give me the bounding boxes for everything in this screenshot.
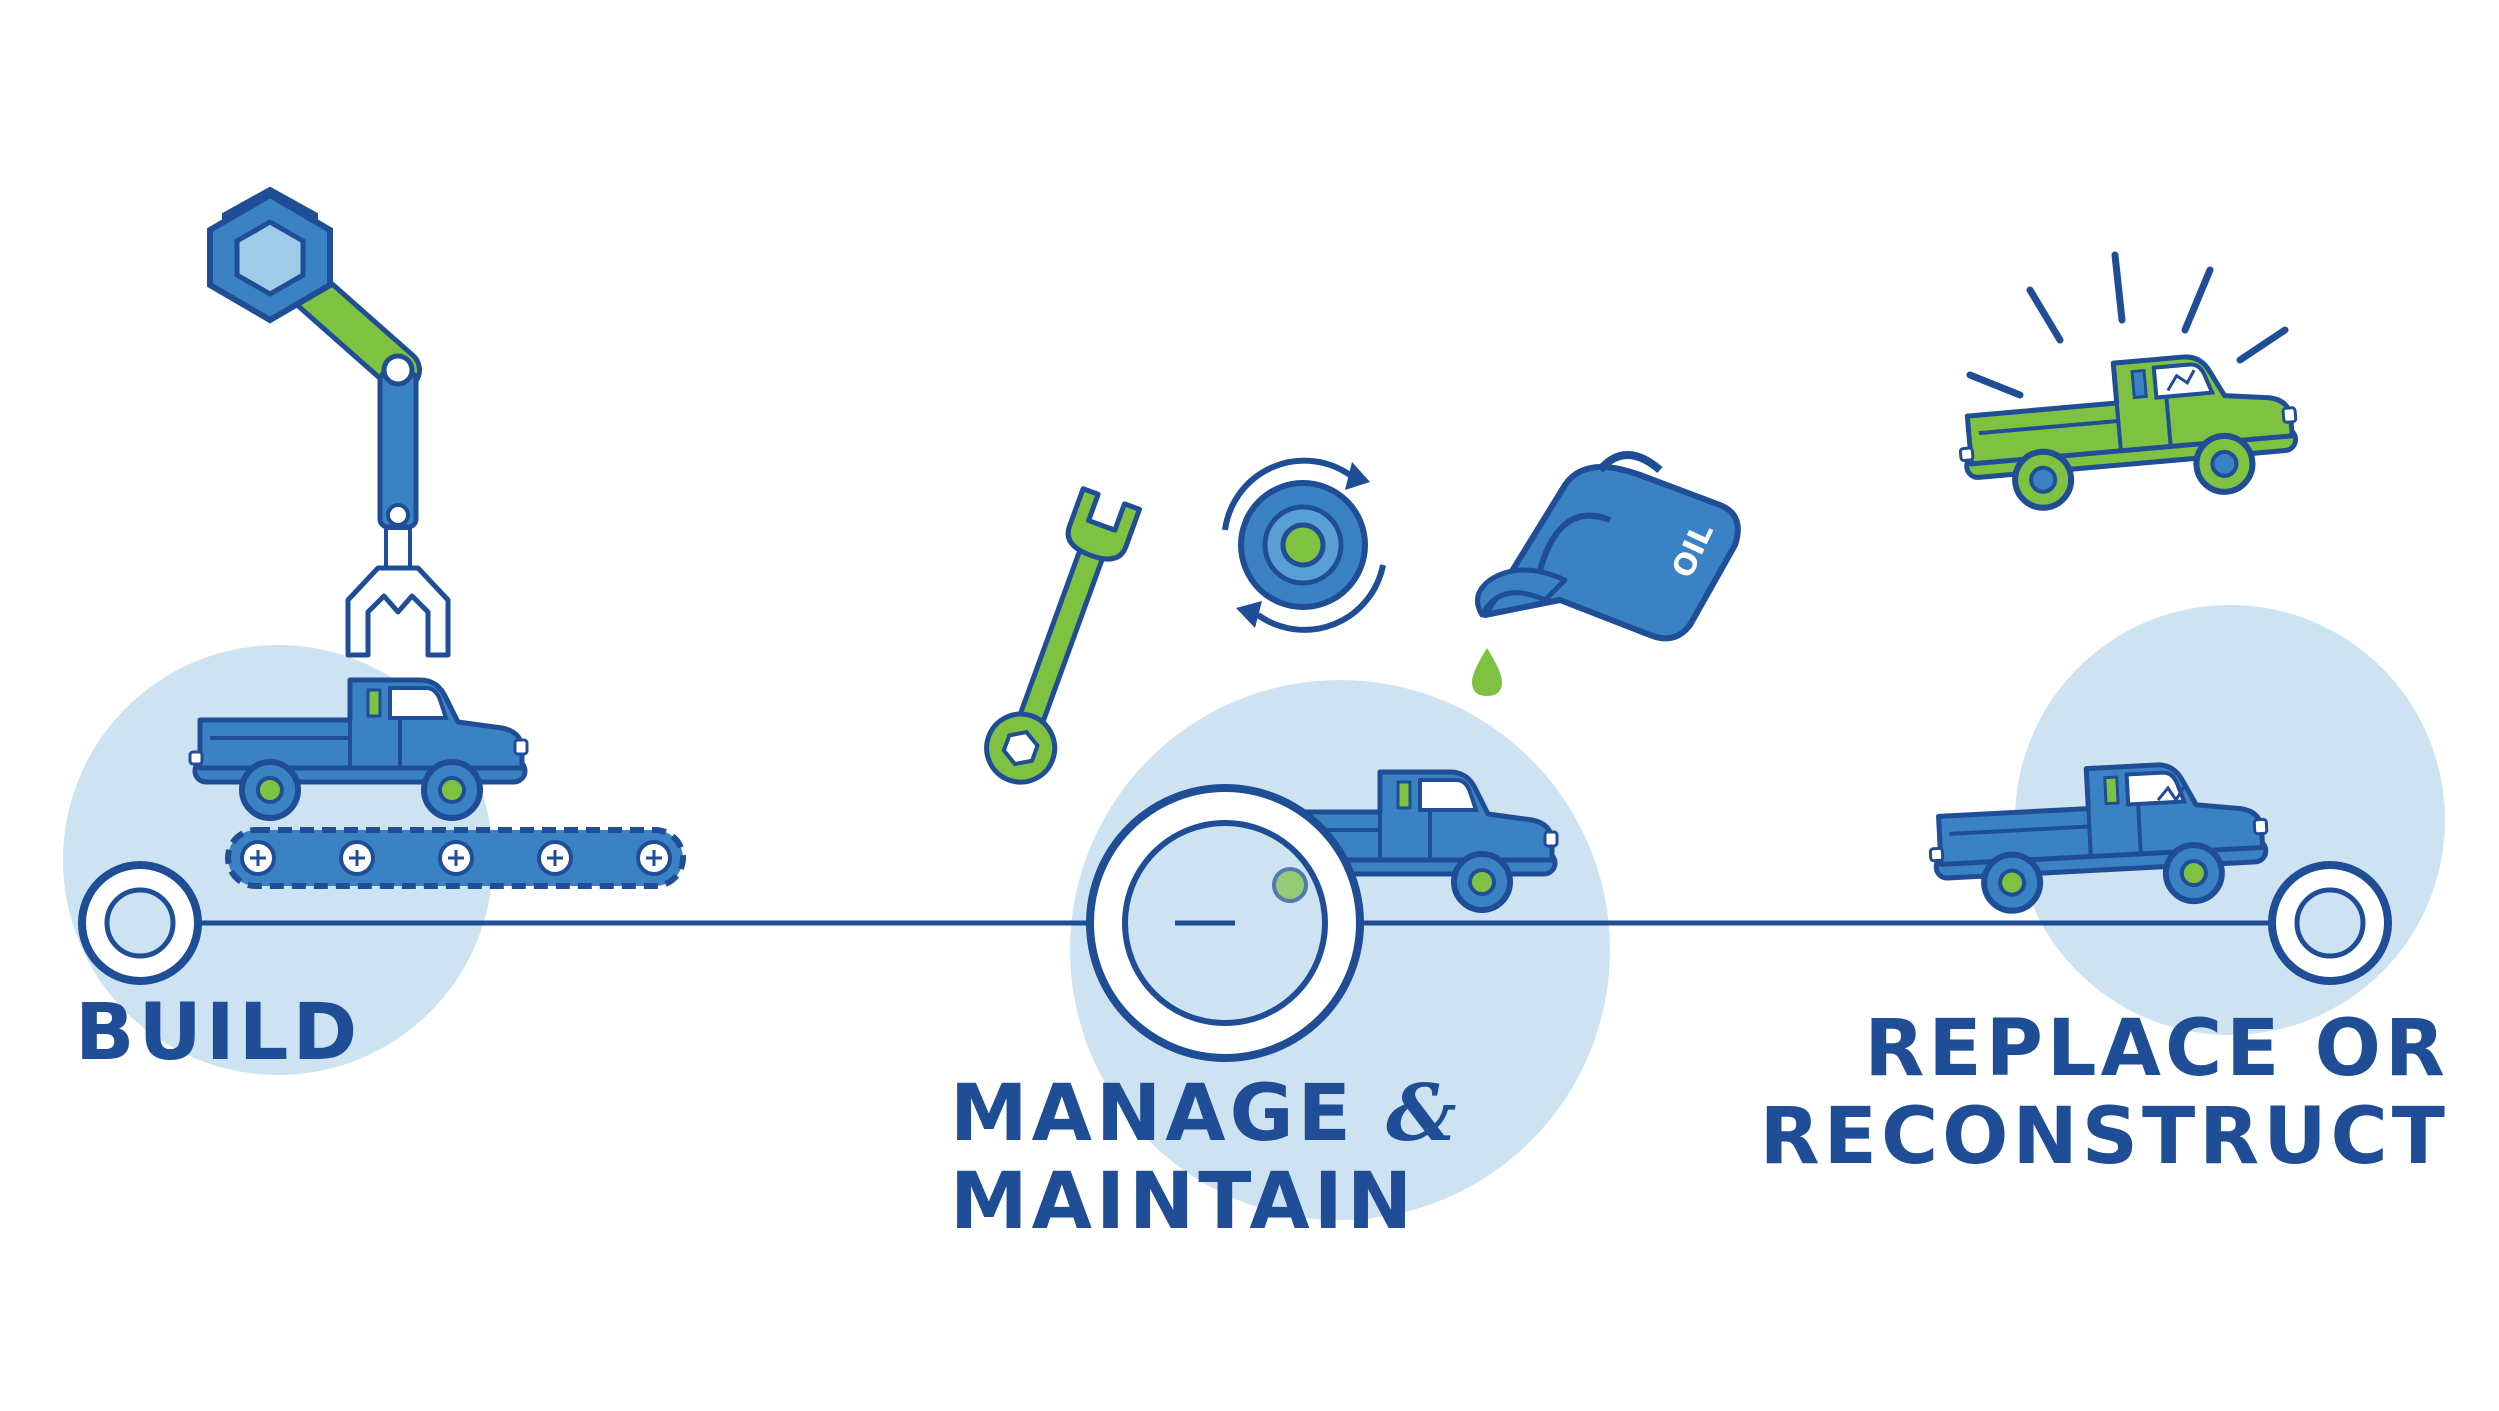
stage-label-replace-line1: REPLACE OR bbox=[1864, 1004, 2449, 1094]
timeline-node-manage bbox=[1086, 784, 1364, 1062]
stage-label-replace-line2: RECONSTRUCT bbox=[1759, 1092, 2449, 1182]
timeline-node-build bbox=[78, 861, 202, 985]
oil-drop-icon bbox=[1472, 648, 1502, 696]
tire-rotation-icon bbox=[1222, 457, 1386, 633]
damage-crack-icon bbox=[2156, 784, 2187, 803]
stage-label-replace: REPLACE OR RECONSTRUCT bbox=[1760, 1005, 2449, 1181]
new-truck-burst bbox=[1966, 251, 2289, 399]
stage-label-build: BUILD bbox=[75, 988, 362, 1078]
conveyor-belt-icon bbox=[225, 827, 686, 889]
new-truck-icon bbox=[1954, 348, 2302, 515]
timeline-node-replace bbox=[2268, 861, 2392, 985]
stage-label-manage: MANAGE & MAINTAIN bbox=[950, 1068, 1461, 1247]
ampersand: & bbox=[1386, 1068, 1461, 1159]
wrench-icon bbox=[984, 486, 1142, 785]
robotic-arm-icon bbox=[207, 186, 451, 658]
stage-label-manage-line1: MANAGE & bbox=[950, 1068, 1461, 1159]
oil-can-icon: OIL bbox=[1475, 451, 1741, 642]
stage-label-manage-line2: MAINTAIN bbox=[950, 1157, 1417, 1247]
